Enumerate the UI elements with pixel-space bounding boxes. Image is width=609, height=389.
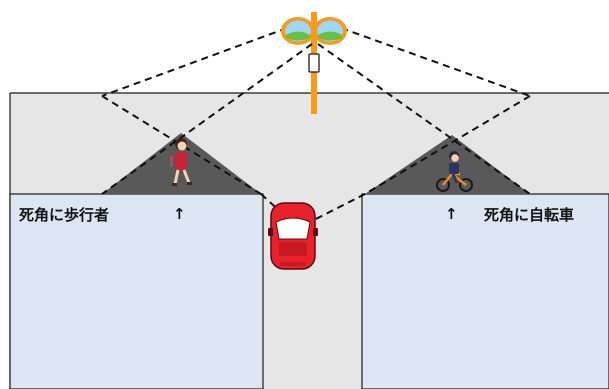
left-arrow-icon: ↑ [173, 205, 186, 223]
curve-mirror-icon [281, 17, 347, 45]
left-block [9, 193, 264, 389]
right-blind-spot [365, 135, 530, 194]
car-icon [268, 202, 318, 270]
pedestrian-icon [168, 138, 192, 186]
right-arrow-icon: ↑ [445, 205, 458, 223]
left-blind-spot-label: 死角に歩行者 [19, 206, 110, 224]
right-blind-spot-label: 死角に自転車 [484, 206, 575, 224]
pole-sign [308, 53, 320, 73]
cyclist-icon [436, 151, 473, 192]
